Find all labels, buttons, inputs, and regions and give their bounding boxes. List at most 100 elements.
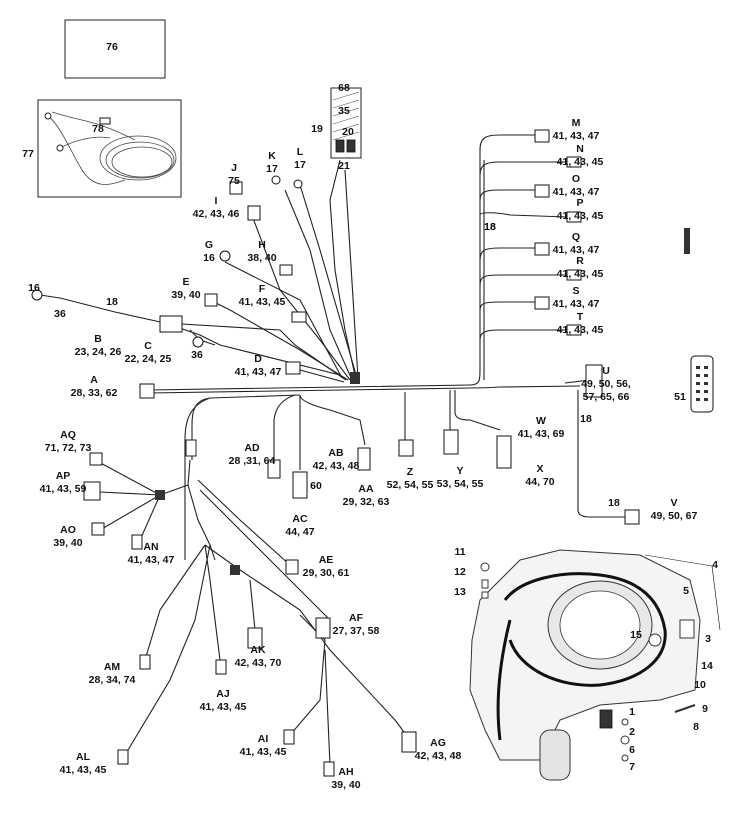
callout-parts: 71, 72, 73 — [45, 442, 92, 454]
coil-connector — [99, 117, 111, 125]
callout-key: 4 — [712, 559, 718, 571]
connector-al — [117, 749, 129, 765]
callout-key: AL — [76, 751, 91, 763]
callout-key: 15 — [630, 629, 642, 641]
callout-key: K — [268, 150, 276, 162]
callout-key: Q — [572, 231, 580, 243]
callout-parts: 44, 70 — [525, 476, 554, 488]
callout-parts: 39, 40 — [331, 779, 360, 791]
callout-key: AI — [258, 733, 269, 745]
callout-key: 18 — [484, 221, 496, 233]
callout-key: R — [576, 255, 584, 267]
connector-am — [139, 654, 151, 670]
connector-ag — [401, 731, 417, 753]
callout-parts: 41, 43, 47 — [553, 130, 600, 142]
connector-aq — [89, 452, 103, 466]
connector-aa — [357, 447, 371, 471]
part-4-leader — [711, 565, 721, 631]
callout-key: 19 — [311, 123, 323, 135]
callout-key: 14 — [701, 660, 713, 672]
right-branch-wires — [479, 134, 568, 380]
callout-parts: 28 ,31, 64 — [229, 455, 276, 467]
callout-key: AM — [104, 661, 121, 673]
callout-parts: 41, 43, 45 — [557, 210, 604, 222]
connector-af — [315, 617, 331, 639]
callout-key: O — [572, 173, 580, 185]
callout-key: J — [231, 162, 237, 174]
connector-j — [229, 181, 243, 195]
connector-ap — [83, 481, 101, 501]
callout-parts: 28, 33, 62 — [71, 387, 118, 399]
callout-parts: 27, 37, 58 — [333, 625, 380, 637]
connector-ao — [91, 522, 105, 536]
callout-key: AK — [250, 644, 266, 656]
callout-parts: 41, 43, 45 — [240, 746, 287, 758]
callout-parts: 57, 65, 66 — [583, 391, 630, 403]
callout-key: 2 — [629, 726, 635, 738]
connector-z — [398, 439, 414, 457]
callout-key: AP — [56, 470, 71, 482]
callout-key: AJ — [216, 688, 230, 700]
callout-parts: 22, 24, 25 — [125, 353, 172, 365]
callout-key: 18 — [580, 413, 592, 425]
coil-ring-terminal — [56, 144, 64, 152]
callout-key: 18 — [608, 497, 620, 509]
callout-parts: 42, 43, 48 — [313, 460, 360, 472]
callout-parts: 41, 43, 45 — [557, 268, 604, 280]
connector-f — [291, 311, 307, 323]
callout-key: 51 — [674, 391, 686, 403]
connector-r — [566, 269, 582, 281]
callout-key: AN — [143, 541, 158, 553]
callout-key: 3 — [705, 633, 711, 645]
callout-key: 13 — [454, 586, 466, 598]
callout-parts: 42, 43, 70 — [235, 657, 282, 669]
lower-left-harness-wires — [94, 459, 411, 766]
callout-key: 68 — [338, 82, 350, 94]
callout-key: AB — [328, 447, 344, 459]
callout-parts: 29, 30, 61 — [303, 567, 350, 579]
part-4-leader — [644, 554, 713, 567]
connector-n — [566, 156, 582, 168]
callout-parts: 42, 43, 48 — [415, 750, 462, 762]
callout-parts: 41, 43, 45 — [60, 764, 107, 776]
tape-band — [350, 372, 360, 384]
callout-key: V — [670, 497, 677, 509]
callout-parts: 38, 40 — [247, 252, 276, 264]
callout-key: Y — [456, 465, 463, 477]
callout-key: AH — [338, 766, 353, 778]
callout-key: F — [259, 283, 266, 295]
callout-parts: 49, 50, 67 — [651, 510, 698, 522]
callout-key: 5 — [683, 585, 689, 597]
callout-key: 12 — [454, 566, 466, 578]
tape-band — [155, 490, 165, 500]
callout-key: AF — [349, 612, 364, 624]
fuse-19 — [335, 139, 345, 153]
callout-key: 20 — [342, 126, 354, 138]
callout-key: U — [602, 365, 610, 377]
lower-branch-wires — [184, 390, 501, 560]
connector-aj — [215, 659, 227, 675]
connector-s — [534, 296, 550, 310]
coil-ring-terminal — [44, 112, 52, 120]
callout-key: 11 — [454, 546, 465, 558]
callout-parts: 41, 43, 45 — [239, 296, 286, 308]
fuse-20 — [346, 139, 356, 153]
callout-parts: 28, 34, 74 — [89, 674, 136, 686]
callout-parts: 41, 43, 47 — [553, 298, 600, 310]
callout-key: 7 — [629, 761, 635, 773]
callout-key: 60 — [310, 480, 322, 492]
callout-parts: 41, 43, 47 — [235, 366, 282, 378]
callout-parts: 41, 43, 69 — [518, 428, 565, 440]
connector-u — [585, 364, 603, 398]
callout-key: I — [215, 195, 218, 207]
callout-key: AQ — [60, 429, 76, 441]
connector-ai — [283, 729, 295, 745]
terminal-16 — [31, 289, 43, 301]
connector-ak — [247, 627, 263, 649]
callout-parts: 41, 43, 47 — [128, 554, 175, 566]
connector-w — [496, 435, 512, 469]
callout-key: AE — [319, 554, 334, 566]
connector-51-pins — [696, 366, 708, 401]
callout-key: G — [205, 239, 213, 251]
callout-key: 18 — [106, 296, 118, 308]
